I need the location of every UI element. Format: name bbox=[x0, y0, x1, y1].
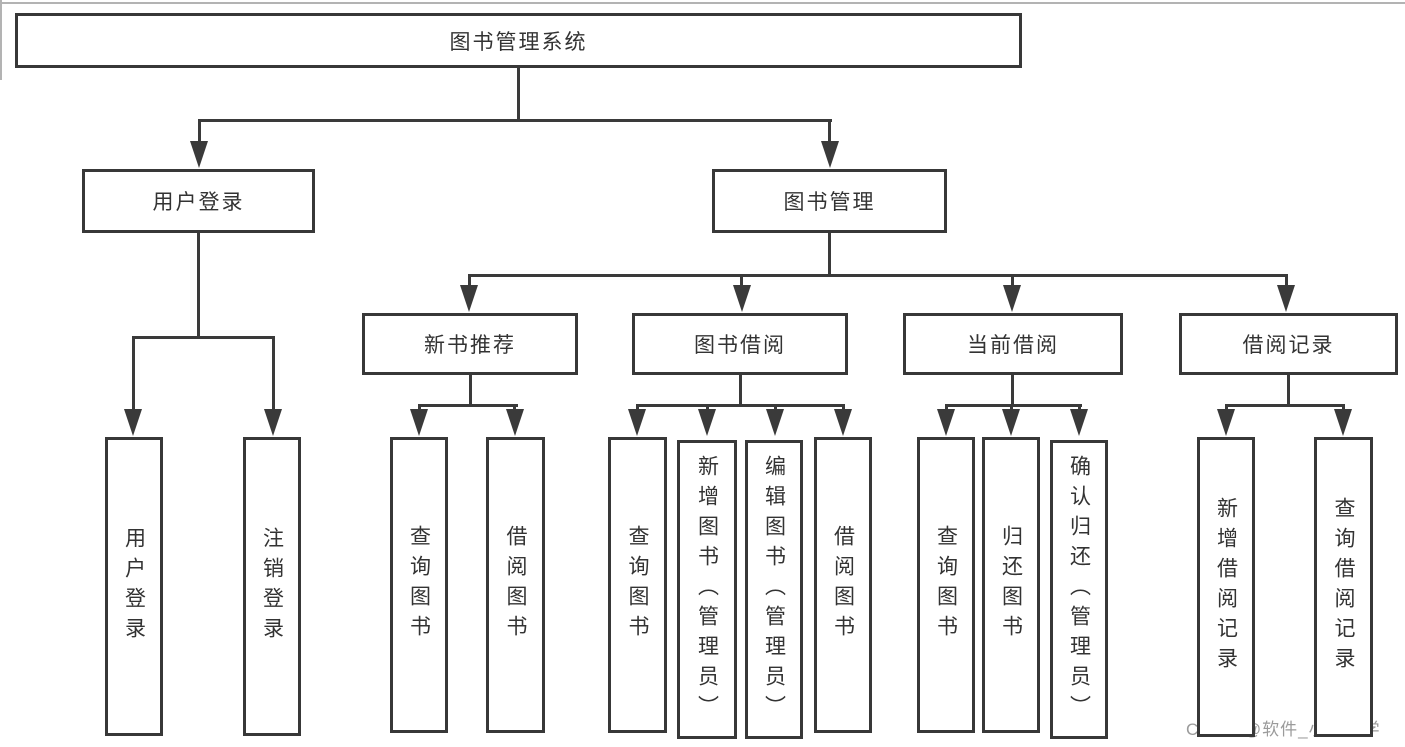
diagram-node-label: 借阅图书 bbox=[504, 525, 527, 645]
connector-line bbox=[1011, 274, 1014, 288]
connector-line bbox=[828, 119, 831, 145]
connector-arrowhead-icon bbox=[1070, 409, 1088, 436]
diagram-node-label: 编辑图书（管理员） bbox=[762, 454, 786, 725]
connector-line bbox=[1342, 404, 1345, 413]
image-border-left bbox=[0, 0, 2, 80]
connector-line bbox=[636, 404, 639, 413]
connector-line bbox=[198, 119, 201, 145]
diagram-node-label: 图书借阅 bbox=[694, 334, 786, 357]
connector-arrowhead-icon bbox=[264, 409, 282, 436]
diagram-node-label: 用户登录 bbox=[122, 526, 146, 647]
connector-line bbox=[132, 336, 275, 339]
connector-arrowhead-icon bbox=[1217, 409, 1235, 436]
diagram-node-label: 归还图书 bbox=[999, 525, 1023, 645]
diagram-node-book-borrow: 图书借阅 bbox=[632, 313, 848, 375]
diagram-node-leaf-borrow-books-1: 借阅图书 bbox=[486, 437, 545, 733]
connector-line bbox=[739, 375, 742, 407]
diagram-node-leaf-add-book: 新增图书（管理员） bbox=[677, 440, 737, 739]
image-border-top bbox=[0, 2, 1405, 4]
connector-line bbox=[468, 274, 1288, 277]
connector-arrowhead-icon bbox=[698, 409, 716, 436]
diagram-node-label: 新增图书（管理员） bbox=[695, 454, 719, 725]
connector-line bbox=[1078, 404, 1081, 413]
diagram-node-new-book-rec: 新书推荐 bbox=[362, 313, 578, 375]
diagram-node-leaf-confirm-return: 确认归还（管理员） bbox=[1050, 440, 1108, 739]
diagram-node-label: 查询图书 bbox=[934, 525, 958, 645]
connector-arrowhead-icon bbox=[834, 409, 852, 436]
connector-line bbox=[1225, 404, 1345, 407]
diagram-node-leaf-borrow-books-2: 借阅图书 bbox=[814, 437, 872, 733]
connector-arrowhead-icon bbox=[506, 409, 524, 436]
connector-arrowhead-icon bbox=[410, 409, 428, 436]
diagram-node-leaf-query-record: 查询借阅记录 bbox=[1314, 437, 1373, 737]
diagram-node-label: 图书管理 bbox=[783, 191, 876, 214]
connector-line bbox=[842, 404, 845, 413]
connector-arrowhead-icon bbox=[821, 141, 839, 168]
connector-line bbox=[706, 404, 709, 413]
diagram-node-label: 新增借阅记录 bbox=[1214, 497, 1238, 677]
diagram-node-label: 用户登录 bbox=[152, 191, 245, 214]
diagram-node-borrow-records: 借阅记录 bbox=[1179, 313, 1398, 375]
diagram-node-label: 图书管理系统 bbox=[449, 30, 588, 54]
connector-arrowhead-icon bbox=[937, 409, 955, 436]
diagram-node-label: 当前借阅 bbox=[967, 334, 1059, 357]
connector-arrowhead-icon bbox=[1277, 285, 1295, 312]
connector-line bbox=[1225, 404, 1228, 413]
connector-line bbox=[740, 274, 743, 288]
diagram-node-leaf-return-book: 归还图书 bbox=[982, 437, 1040, 733]
diagram-node-book-mgmt: 图书管理 bbox=[712, 169, 947, 233]
connector-line bbox=[1287, 375, 1290, 407]
connector-arrowhead-icon bbox=[190, 141, 208, 168]
diagram-node-current-borrow: 当前借阅 bbox=[903, 313, 1123, 375]
connector-line bbox=[198, 119, 832, 122]
connector-arrowhead-icon bbox=[1334, 409, 1352, 436]
diagram-node-leaf-query-books-3: 查询图书 bbox=[917, 437, 975, 733]
connector-line bbox=[468, 274, 471, 288]
connector-arrowhead-icon bbox=[460, 285, 478, 312]
diagram-node-label: 查询图书 bbox=[626, 525, 649, 645]
connector-line bbox=[418, 404, 518, 407]
connector-arrowhead-icon bbox=[766, 409, 784, 436]
diagram-node-label: 查询图书 bbox=[407, 525, 431, 645]
connector-line bbox=[197, 233, 200, 339]
diagram-node-label: 新书推荐 bbox=[424, 334, 516, 357]
connector-line bbox=[132, 336, 135, 412]
diagram-node-label: 确认归还（管理员） bbox=[1067, 454, 1091, 725]
connector-line bbox=[517, 68, 520, 122]
diagram-node-label: 查询借阅记录 bbox=[1332, 497, 1355, 677]
connector-arrowhead-icon bbox=[733, 285, 751, 312]
connector-line bbox=[1285, 274, 1288, 288]
connector-arrowhead-icon bbox=[628, 409, 646, 436]
diagram-node-user-login: 用户登录 bbox=[82, 169, 315, 233]
connector-line bbox=[1011, 375, 1014, 407]
connector-line bbox=[1010, 404, 1013, 413]
connector-line bbox=[828, 233, 831, 277]
connector-arrowhead-icon bbox=[1002, 409, 1020, 436]
diagram-node-leaf-logout: 注销登录 bbox=[243, 437, 301, 736]
diagram-node-root: 图书管理系统 bbox=[15, 13, 1022, 68]
diagram-node-label: 注销登录 bbox=[260, 526, 284, 647]
diagram-node-leaf-query-books-1: 查询图书 bbox=[390, 437, 448, 733]
connector-line bbox=[774, 404, 777, 413]
connector-line bbox=[513, 404, 516, 413]
connector-line bbox=[945, 404, 1082, 407]
diagram-node-leaf-user-login: 用户登录 bbox=[105, 437, 163, 736]
diagram-node-label: 借阅记录 bbox=[1242, 334, 1335, 357]
connector-line bbox=[636, 404, 845, 407]
connector-arrowhead-icon bbox=[124, 409, 142, 436]
diagram-node-leaf-query-books-2: 查询图书 bbox=[608, 437, 667, 733]
connector-line bbox=[469, 375, 472, 407]
diagram-node-label: 借阅图书 bbox=[831, 525, 855, 645]
diagram-node-leaf-edit-book: 编辑图书（管理员） bbox=[745, 440, 803, 739]
diagram-node-leaf-add-record: 新增借阅记录 bbox=[1197, 437, 1255, 737]
connector-line bbox=[418, 404, 421, 413]
connector-line bbox=[272, 336, 275, 412]
connector-arrowhead-icon bbox=[1003, 285, 1021, 312]
connector-line bbox=[945, 404, 948, 413]
